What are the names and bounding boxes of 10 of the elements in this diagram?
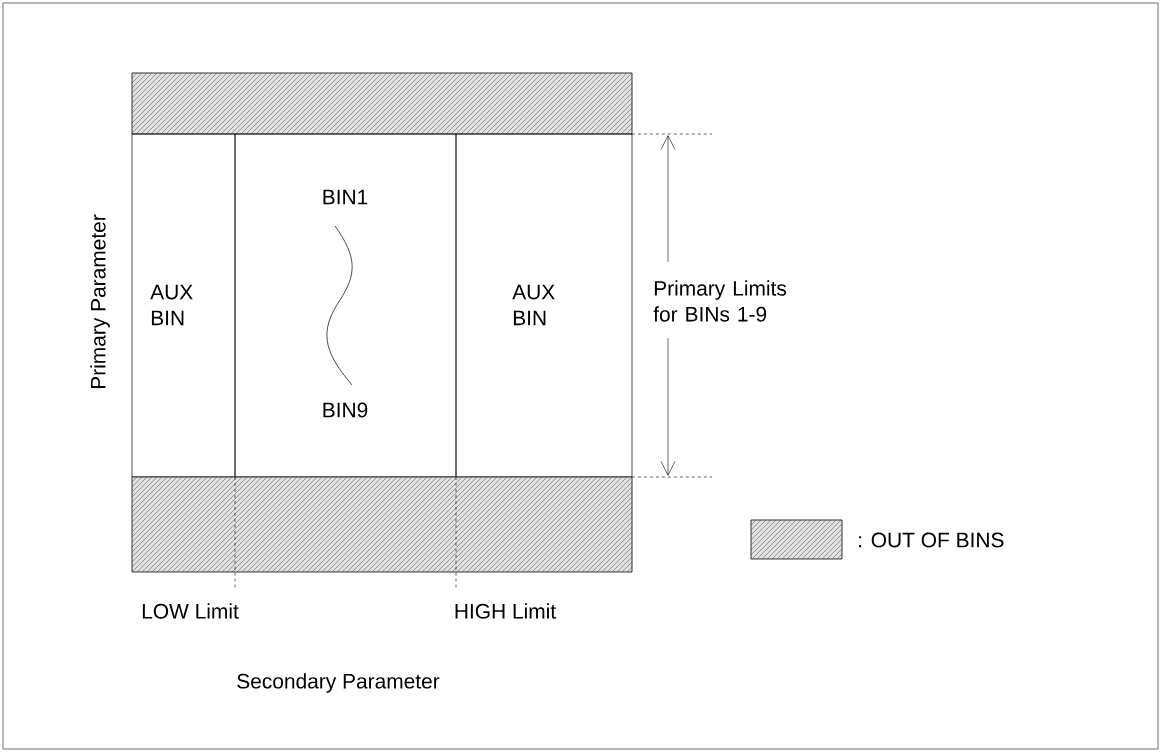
hatched-band <box>131 476 633 573</box>
axis-label: Primary Parameter <box>90 214 110 389</box>
limit-label: LOW Limit <box>142 603 239 619</box>
bin-column: AUX BIN <box>131 133 236 478</box>
bin-column: AUX BIN <box>455 133 633 478</box>
legend-label: : OUT OF BINS <box>859 532 1004 548</box>
axis-label: Secondary Parameter <box>237 673 440 693</box>
hatched-band <box>131 72 633 135</box>
dimension-label: Primary Limits for BINs 1-9 <box>653 280 787 322</box>
limit-label: HIGH Limit <box>455 603 556 619</box>
